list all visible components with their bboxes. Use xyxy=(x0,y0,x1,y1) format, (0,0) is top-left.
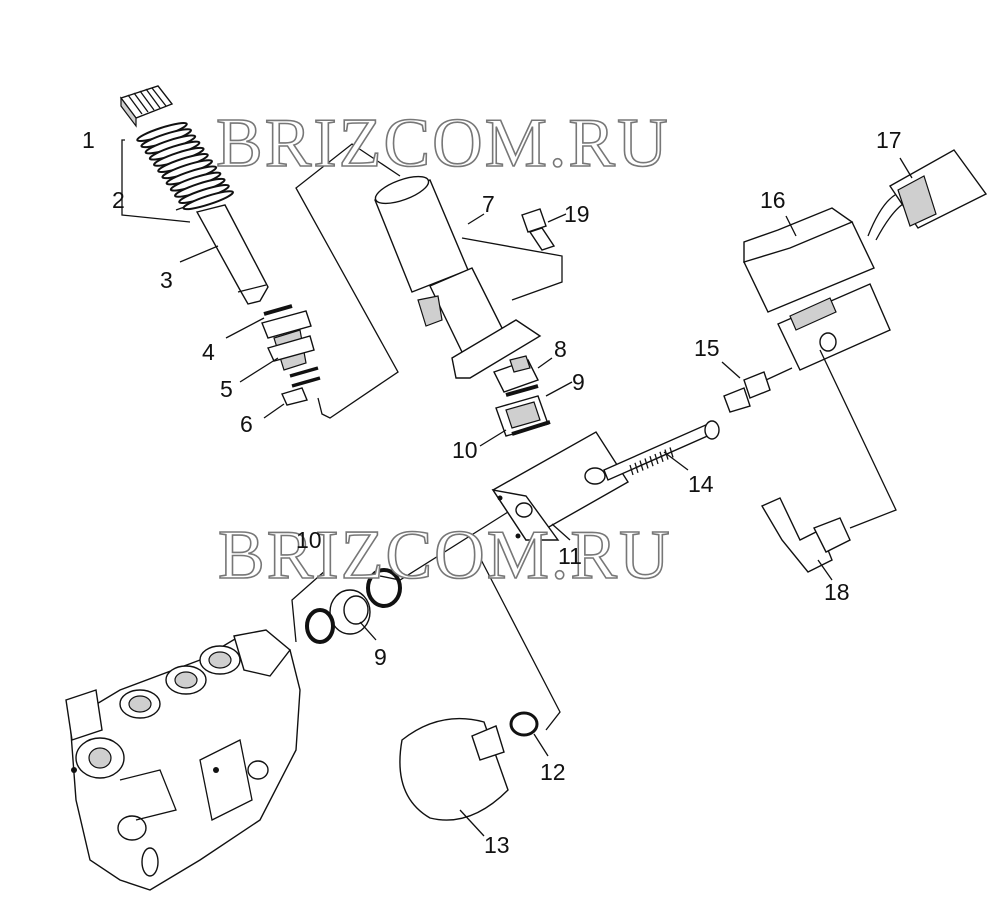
part-8-spacer xyxy=(493,355,553,393)
part-6-seal-ring xyxy=(263,143,401,419)
part-18-elbow-fitting xyxy=(760,497,851,581)
part-4-oring xyxy=(225,304,293,339)
callout-4: 4 xyxy=(202,339,215,365)
part-2-spring xyxy=(121,122,234,223)
callout-7: 7 xyxy=(482,191,495,217)
pump-head-body xyxy=(65,629,301,891)
bolt-thread xyxy=(634,462,639,473)
callout-8: 8 xyxy=(554,336,567,362)
callout-17: 17 xyxy=(876,127,902,153)
bolt-thread xyxy=(639,460,644,471)
callout-13: 13 xyxy=(484,832,510,858)
part-16-pressure-switch xyxy=(743,207,897,529)
bolt-thread xyxy=(649,456,654,467)
callout-14: 14 xyxy=(688,471,714,497)
part-10-lower-oring xyxy=(291,568,402,644)
part-17-connector xyxy=(867,149,988,241)
callout-9-upper: 9 xyxy=(572,369,585,395)
callout-11: 11 xyxy=(558,543,582,569)
part-9-lower-piston xyxy=(329,589,377,641)
callout-9-lower: 9 xyxy=(374,644,387,670)
callout-19: 19 xyxy=(564,201,590,227)
watermark-top: BRIZCOM.RU xyxy=(216,105,670,182)
watermark-middle: BRIZCOM.RU xyxy=(218,517,672,594)
bolt-thread xyxy=(654,453,659,465)
callout-16: 16 xyxy=(760,187,786,213)
part-10-upper-seat xyxy=(479,395,551,447)
bolt-thread xyxy=(629,464,634,476)
part-15-fitting xyxy=(721,361,793,413)
part-12-seal-ring xyxy=(509,711,549,757)
part-14-bolt xyxy=(603,420,720,481)
part-3-piston xyxy=(179,204,269,305)
bolt-thread xyxy=(659,451,664,462)
callout-6: 6 xyxy=(240,411,253,437)
spring-coil xyxy=(182,190,234,211)
part-9-upper-seal xyxy=(505,381,573,397)
part-7-cylinder xyxy=(374,175,563,379)
callout-10-upper: 10 xyxy=(452,437,478,463)
part-11-valve-block xyxy=(379,431,629,731)
callout-12: 12 xyxy=(540,759,566,785)
bolt-thread xyxy=(669,447,674,458)
callout-15: 15 xyxy=(694,335,720,361)
part-13-accumulator xyxy=(399,717,509,837)
part-1-cap xyxy=(119,85,174,128)
callout-2: 2 xyxy=(112,187,125,213)
callout-18: 18 xyxy=(824,579,850,605)
callout-10-lower: 10 xyxy=(296,527,322,553)
bolt-thread xyxy=(644,458,649,469)
callout-1: 1 xyxy=(82,127,95,153)
part-5-valve-insert xyxy=(239,310,315,383)
part-19-screw xyxy=(521,208,567,251)
callout-5: 5 xyxy=(220,376,233,402)
callout-3: 3 xyxy=(160,267,173,293)
